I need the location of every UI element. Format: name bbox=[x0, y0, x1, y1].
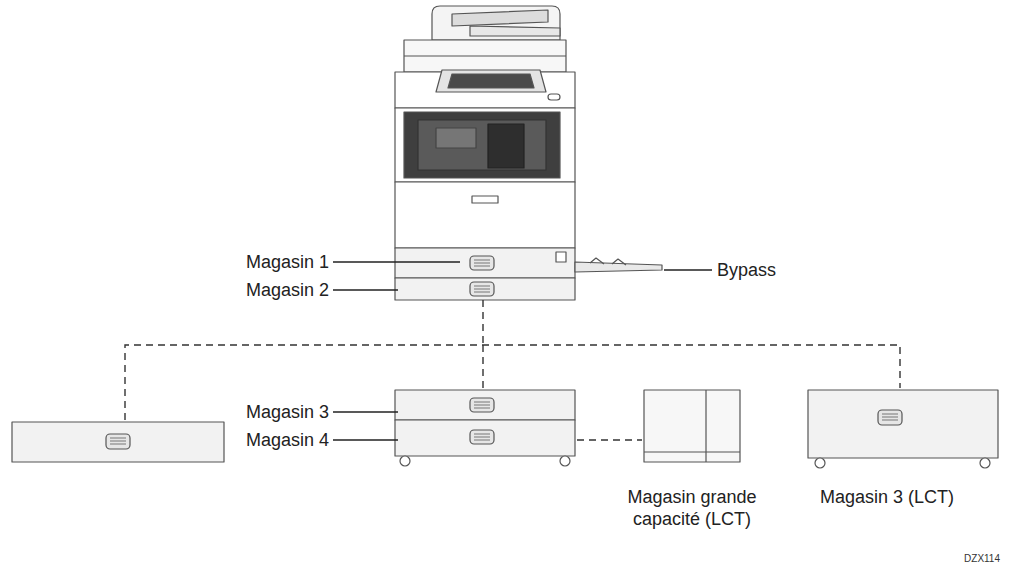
figure-code: DZX114 bbox=[964, 553, 1000, 565]
tray-label: Magasin 1 bbox=[246, 251, 329, 273]
tray-label: Magasin 3 (LCT) bbox=[820, 486, 954, 508]
bypass-label: Bypass bbox=[717, 259, 776, 281]
tray-label: Magasin 3 bbox=[246, 401, 329, 423]
tray-label: Magasin 4 bbox=[246, 429, 329, 451]
tray-label: Magasin 2 bbox=[246, 279, 329, 301]
lct-label: Magasin grande capacité (LCT) bbox=[607, 486, 777, 530]
